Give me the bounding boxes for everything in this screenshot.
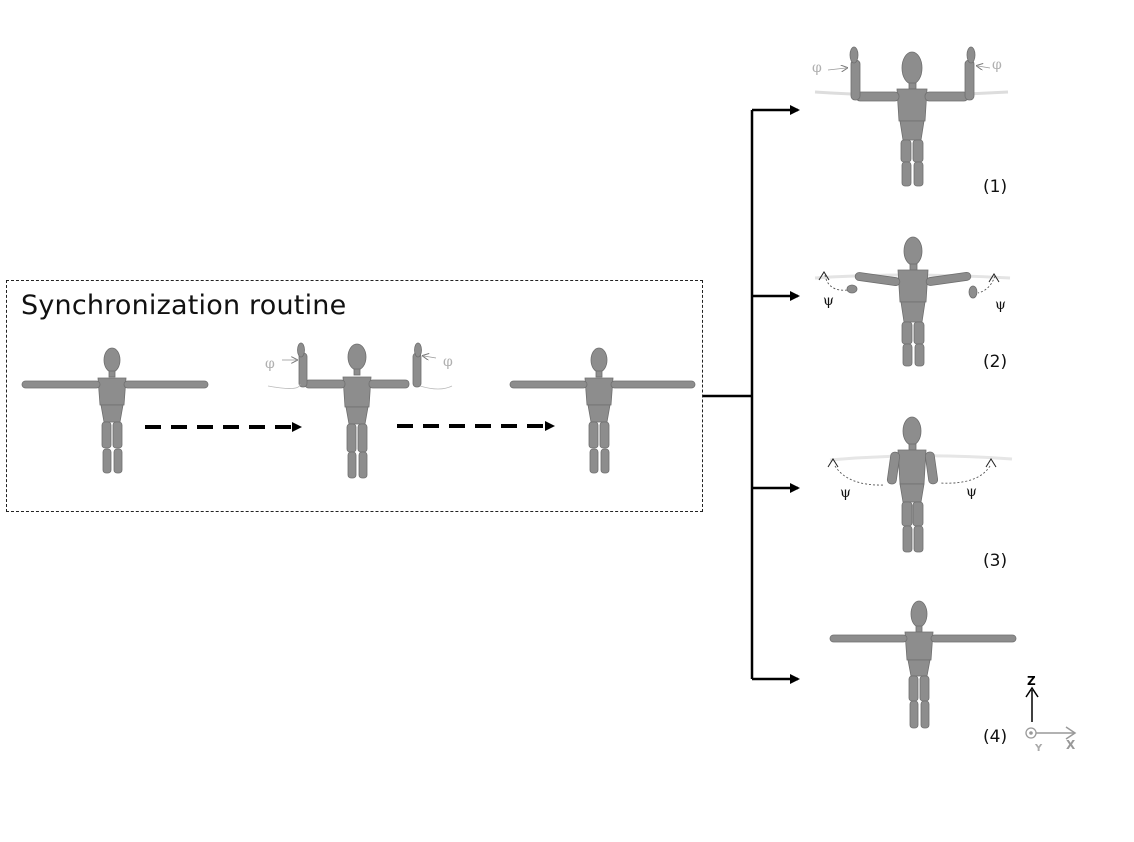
variant-1-figure [849, 46, 976, 187]
sync-figure-tpose-start [21, 347, 209, 474]
variant-3-psi-arc-left [834, 465, 885, 486]
variant-2-psi-arc-right [977, 275, 996, 294]
variant-3-caret-right [985, 458, 997, 468]
variant-1-label: (1) [983, 177, 1008, 197]
variant-1-phi-arrow-right [978, 66, 991, 68]
synchronization-routine-title: Synchronization routine [21, 290, 347, 321]
variant-2-caret-left [818, 271, 830, 281]
variant-3-psi-left: ψ [840, 485, 851, 501]
variant-2-psi-left: ψ [823, 293, 834, 309]
variant-3-caret-left [827, 458, 839, 468]
branch-connector [703, 105, 800, 684]
axis-x-label: X [1066, 738, 1076, 752]
sync-phi-arrow-right [424, 356, 437, 358]
variant-3-figure [886, 416, 939, 553]
sync-phi-left: φ [265, 356, 275, 372]
sync-figure-forearms-up [297, 342, 422, 479]
variant-2-psi-right: ψ [995, 297, 1006, 313]
variant-3-psi-arc-right [939, 465, 991, 484]
variant-1-phi-arrow-left [827, 68, 846, 70]
axis-y-label: Y [1034, 743, 1043, 754]
sync-phi-right: φ [443, 354, 453, 370]
sync-figure-tpose-end [509, 347, 696, 474]
sync-faded-arm-right [419, 385, 453, 390]
variant-1-phi-left: φ [812, 60, 822, 76]
variant-3-psi-right: ψ [966, 484, 977, 500]
axis-indicator [1025, 686, 1077, 740]
axis-z-label: Z [1027, 674, 1036, 688]
variant-2-caret-right [988, 273, 1000, 283]
variant-1-phi-right: φ [992, 57, 1002, 73]
variant-2-figure [846, 236, 978, 367]
variant-4-figure [829, 600, 1017, 729]
variant-4-label: (4) [983, 727, 1008, 747]
variant-2-label: (2) [983, 352, 1008, 372]
sync-faded-arm-left [267, 383, 301, 389]
variant-3-label: (3) [983, 551, 1008, 571]
synchronization-routine-box [6, 280, 703, 512]
